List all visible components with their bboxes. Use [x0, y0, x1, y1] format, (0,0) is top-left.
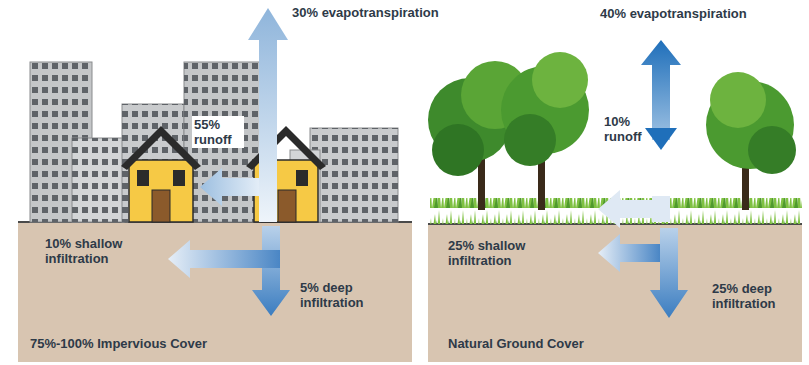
- buildings: [30, 62, 398, 222]
- ground: [18, 222, 412, 362]
- infiltration-label: 10% shallow infiltration: [45, 236, 155, 266]
- flow-arrows: [168, 8, 688, 318]
- runoff-label: 55% runoff: [192, 116, 244, 148]
- infiltration-label: 25% shallow infiltration: [448, 238, 558, 268]
- infiltration-label: 25% deep infiltration: [712, 281, 802, 311]
- evapotranspiration-label: 40% evapotranspiration: [600, 6, 800, 21]
- cover-label: 75%-100% Impervious Cover: [30, 336, 290, 351]
- runoff-label: 10% runoff: [604, 114, 646, 144]
- ground: [428, 224, 802, 362]
- cover-label: Natural Ground Cover: [448, 336, 708, 351]
- infiltration-label: 5% deep infiltration: [300, 280, 390, 310]
- evapotranspiration-label: 30% evapotranspiration: [292, 5, 492, 20]
